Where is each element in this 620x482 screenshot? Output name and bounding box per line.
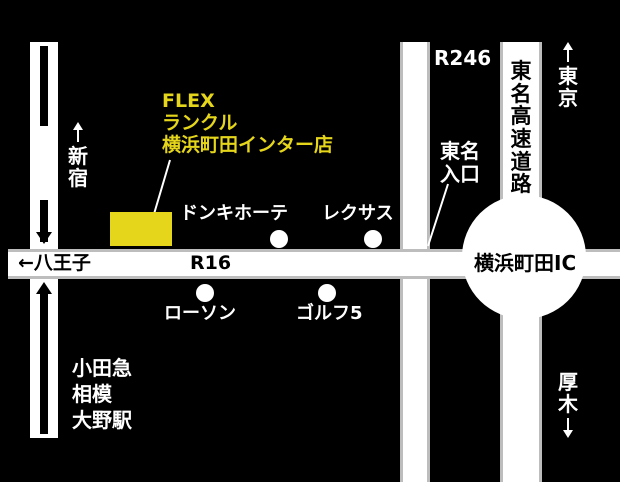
direction-shinjuku: 新宿 [68, 144, 88, 190]
landmark-donki-dot [270, 230, 288, 248]
railway-arrow-up [36, 282, 52, 294]
tokyo-arrow-stem [567, 50, 569, 62]
railway-arrow-down [36, 232, 52, 244]
atsugi-arrow-head [563, 430, 573, 438]
landmark-golf5-label: ゴルフ5 [296, 303, 363, 324]
railway-stripe [40, 46, 48, 126]
railway-stripe [40, 200, 48, 242]
road-label-r246: R246 [434, 46, 492, 70]
store-brand: FLEX [162, 90, 215, 112]
railway-stripe [40, 294, 48, 434]
road-label-r16: R16 [190, 252, 232, 274]
atsugi-arrow-stem [567, 418, 569, 430]
landmark-lexus-dot [364, 230, 382, 248]
direction-tokyo: 東京 [558, 64, 578, 110]
landmark-lawson-dot [196, 284, 214, 302]
tomei-entrance-label: 東名 入口 [440, 139, 480, 186]
road-label-tomei: 東名高速道路 [510, 59, 532, 197]
tomei-entrance-leader [427, 183, 449, 247]
landmark-golf5-dot [318, 284, 336, 302]
shinjuku-arrow-stem [77, 130, 79, 142]
station-line2: 相模 [72, 382, 112, 406]
interchange-label: 横浜町田IC [474, 251, 577, 275]
store-marker [110, 212, 172, 246]
interchange-circle [462, 195, 586, 319]
direction-hachioji: ←八王子 [18, 252, 91, 274]
landmark-lexus-label: レクサス [322, 203, 394, 224]
station-line3: 大野駅 [72, 408, 132, 432]
landmark-donki-label: ドンキホーテ [180, 203, 288, 224]
store-leader-line [153, 159, 171, 215]
store-name-line2: 横浜町田インター店 [162, 134, 334, 156]
odakyu-railway [30, 42, 58, 438]
store-name-line1: ランクル [162, 112, 238, 134]
landmark-lawson-label: ローソン [164, 303, 236, 324]
direction-atsugi: 厚木 [558, 370, 578, 416]
station-line1: 小田急 [72, 356, 132, 380]
tokyo-arrow-head [563, 42, 573, 50]
shinjuku-arrow-head [73, 122, 83, 130]
